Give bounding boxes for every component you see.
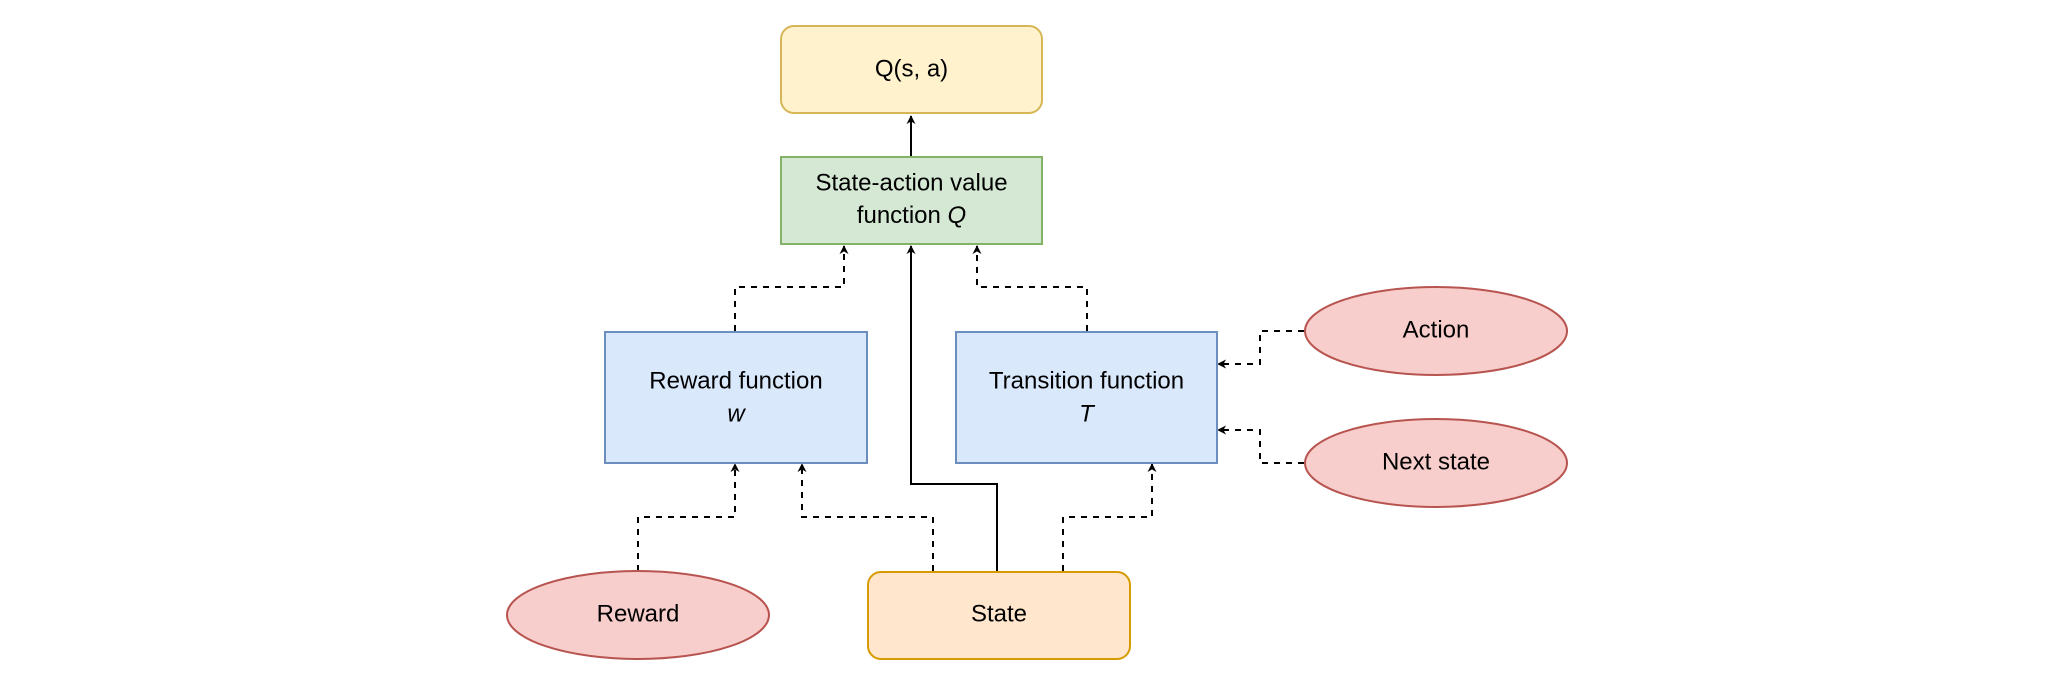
- q-output-label: Q(s, a): [875, 55, 948, 82]
- action-label: Action: [1403, 316, 1470, 343]
- transition-function-symbol: T: [1079, 400, 1096, 427]
- q-function-label-prefix: function: [857, 202, 948, 229]
- edge-state-to-rewardfunction: [797, 463, 934, 571]
- state-box: [867, 571, 1131, 660]
- edge-action-to-transitionfunction: [1217, 330, 1304, 369]
- edge-transitionfunction-to-qfunction: [972, 245, 1088, 331]
- reward-ellipse: [506, 570, 770, 660]
- edges: [637, 115, 1304, 571]
- reward-label: Reward: [597, 600, 680, 627]
- node-q-output: Q(s, a): [780, 25, 1043, 114]
- node-reward-function: Reward function w: [604, 331, 868, 464]
- node-reward: Reward: [506, 570, 770, 660]
- reward-function-box: [604, 331, 868, 464]
- edge-nextstate-to-transitionfunction: [1217, 425, 1304, 464]
- node-next-state: Next state: [1304, 418, 1568, 508]
- edge-rewardfunction-to-qfunction: [734, 245, 849, 331]
- action-ellipse: [1304, 286, 1568, 376]
- node-action: Action: [1304, 286, 1568, 376]
- reward-function-symbol: w: [727, 400, 746, 427]
- q-function-symbol: Q: [948, 202, 967, 229]
- transition-function-label: Transition function: [989, 367, 1184, 394]
- edge-reward-to-rewardfunction: [637, 463, 740, 571]
- node-state: State: [867, 571, 1131, 660]
- q-function-label-line1: State-action value: [815, 169, 1007, 196]
- q-function-box: [780, 156, 1043, 245]
- q-output-box: [780, 25, 1043, 114]
- reward-function-label: Reward function: [649, 367, 822, 394]
- q-function-label-line2: function Q: [857, 202, 966, 229]
- next-state-ellipse: [1304, 418, 1568, 508]
- node-transition-function: Transition function T: [955, 331, 1218, 464]
- node-q-function: State-action value function Q: [780, 156, 1043, 245]
- edge-state-to-transitionfunction: [1062, 463, 1157, 571]
- transition-function-box: [955, 331, 1218, 464]
- next-state-label: Next state: [1382, 448, 1490, 475]
- edge-state-to-qfunction: [906, 245, 998, 571]
- state-label: State: [971, 600, 1027, 627]
